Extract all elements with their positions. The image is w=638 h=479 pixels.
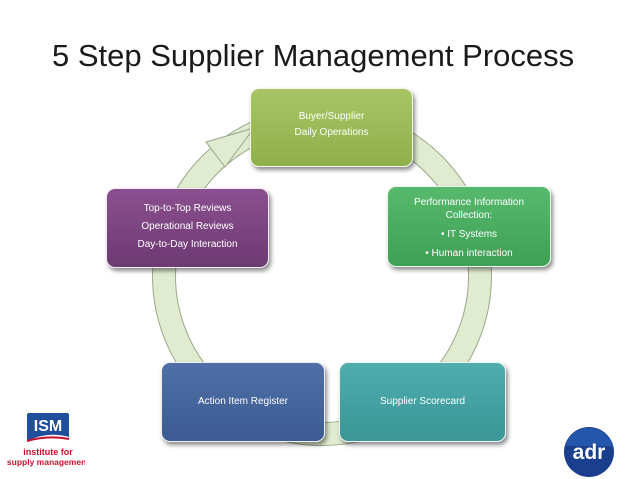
cycle-arrowhead: [205, 127, 256, 168]
step-5-line-2: Operational Reviews: [141, 221, 234, 232]
adr-logo: adr: [564, 427, 614, 477]
ism-logo-text-2: supply management: [7, 457, 85, 467]
step-2-performance-information: Performance Information Collection: • IT…: [387, 186, 551, 267]
step-5-line-1: Top-to-Top Reviews: [143, 203, 232, 214]
step-1-line-1: Buyer/Supplier: [298, 111, 365, 122]
step-2-line-4: • Human interaction: [425, 248, 513, 259]
step-4-action-item-register: Action Item Register: [161, 362, 325, 442]
step-2-line-3: • IT Systems: [440, 229, 498, 240]
step-3-supplier-scorecard: Supplier Scorecard: [339, 362, 506, 442]
step-3-line-1: Supplier Scorecard: [379, 396, 466, 407]
step-5-line-3: Day-to-Day Interaction: [137, 239, 238, 250]
step-1-line-2: Daily Operations: [294, 127, 369, 138]
step-1-buyer-supplier: Buyer/Supplier Daily Operations: [250, 88, 413, 167]
ism-logo-text-1: institute for: [23, 447, 73, 457]
step-4-line-1: Action Item Register: [197, 396, 289, 407]
slide-title: 5 Step Supplier Management Process: [52, 38, 575, 73]
ism-logo-mark: ISM: [34, 418, 62, 435]
step-2-line-2: Collection:: [445, 210, 493, 221]
ism-logo: ISM institute for supply management: [7, 413, 85, 467]
step-5-reviews: Top-to-Top Reviews Operational Reviews D…: [106, 188, 269, 268]
adr-logo-text: adr: [573, 441, 606, 464]
step-2-line-1: Performance Information: [413, 197, 525, 208]
